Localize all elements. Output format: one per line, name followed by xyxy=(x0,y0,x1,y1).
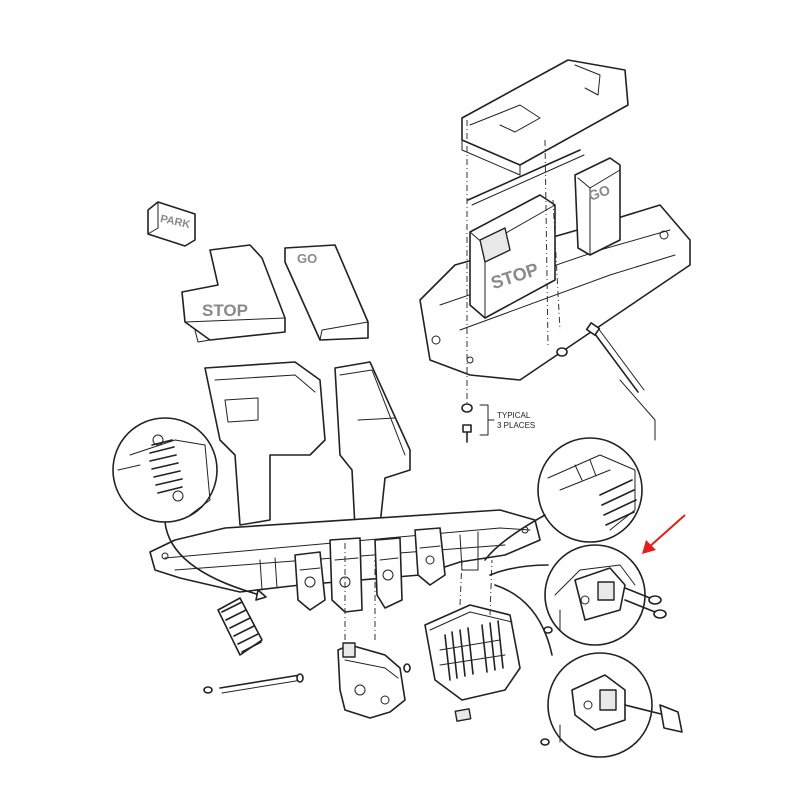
typical-callout-line2: 3 PLACES xyxy=(497,421,535,430)
housing-top-cover xyxy=(461,59,629,176)
coil-spring-bracket xyxy=(424,559,521,722)
stop-pad-loose: STOP xyxy=(181,244,286,343)
screw-part xyxy=(462,424,472,443)
leader-line xyxy=(484,514,546,561)
go-pedal-assembled: GO xyxy=(574,157,621,256)
leader-line xyxy=(489,564,549,576)
detail-circle-top xyxy=(537,437,643,543)
washer-part xyxy=(556,347,568,357)
red-pointer-arrow xyxy=(642,514,686,554)
pedal-housing-assembly: STOP GO TYPICAL 3 PLACES xyxy=(419,59,691,443)
latch-bracket xyxy=(337,540,411,719)
leader-line xyxy=(164,521,261,596)
washer-part xyxy=(461,403,473,413)
stop-pedal-assembled: STOP xyxy=(469,194,556,319)
stop-pad-loose-label: STOP xyxy=(202,301,248,320)
loose-spring xyxy=(217,597,263,656)
pivot-pin xyxy=(203,673,304,694)
pedal-frame-assembly xyxy=(149,361,541,613)
typical-callout-line1: TYPICAL xyxy=(497,411,531,420)
detail-circle-middle xyxy=(543,544,667,646)
go-pad-loose-label: GO xyxy=(297,251,317,266)
spring-detail-callout xyxy=(112,417,218,523)
spring-detail-coil xyxy=(149,434,184,502)
go-pedal-assembled-label: GO xyxy=(586,181,612,204)
go-pad-loose: GO xyxy=(284,244,369,341)
small-block-part xyxy=(454,708,472,722)
leader-line xyxy=(494,584,553,656)
detail-circle-bottom xyxy=(540,652,683,758)
housing-bolt xyxy=(585,322,656,441)
park-pad: PARK xyxy=(147,201,196,247)
